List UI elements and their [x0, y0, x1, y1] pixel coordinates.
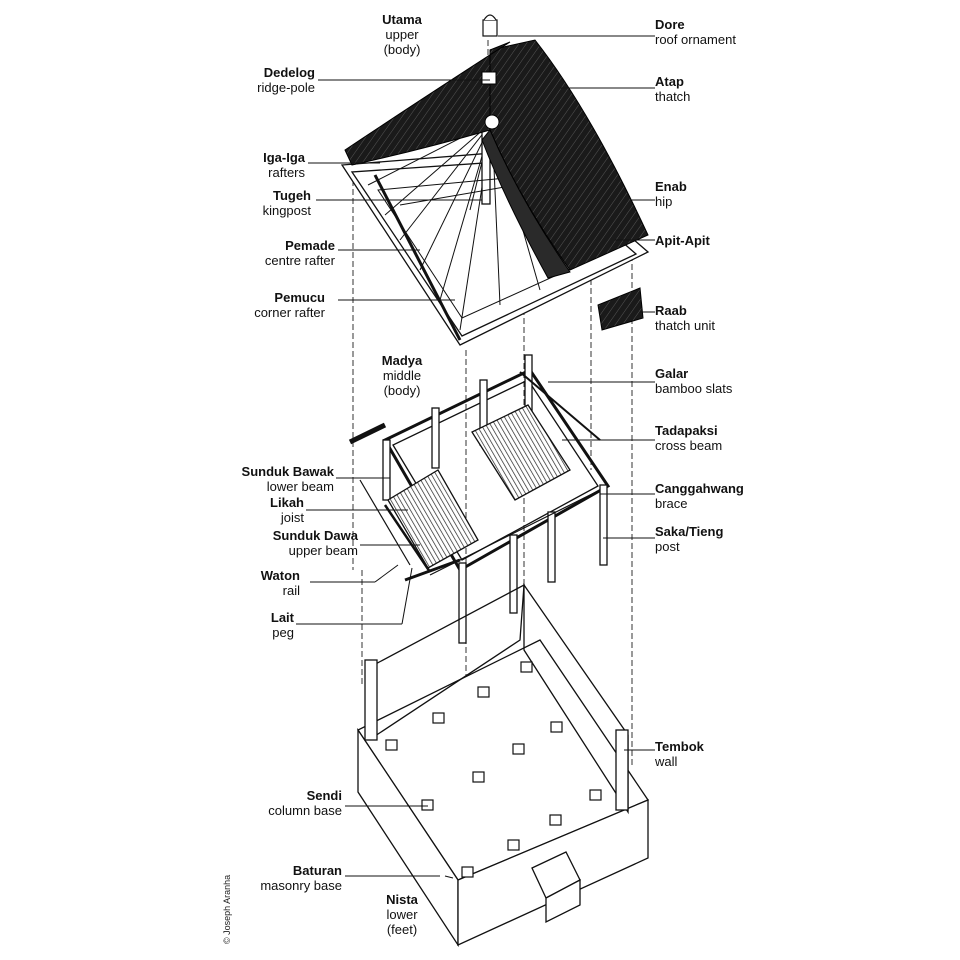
label-lait: Lait peg — [180, 610, 294, 640]
label-likah: Likah joist — [190, 495, 304, 525]
label-sendi: Sendi column base — [222, 788, 342, 818]
gloss: centre rafter — [264, 253, 335, 268]
gloss: masonry base — [260, 878, 342, 893]
term: Sunduk Bawak — [241, 464, 334, 479]
gloss: middle — [382, 368, 422, 383]
apex-hub — [484, 114, 500, 130]
term: Madya — [381, 353, 423, 368]
term: Baturan — [292, 863, 342, 878]
dedelog-block — [481, 71, 497, 85]
gloss: ridge-pole — [257, 80, 315, 95]
label-dedelog: Dedelog ridge-pole — [200, 65, 315, 95]
term: Iga-Iga — [263, 150, 305, 165]
gloss: bamboo slats — [655, 381, 733, 396]
label-tembok: Tembok wall — [655, 739, 704, 769]
gloss: peg — [272, 625, 294, 640]
term: Galar — [655, 366, 689, 381]
term: Tadapaksi — [655, 423, 718, 438]
label-baturan: Baturan masonry base — [222, 863, 342, 893]
term: Tugeh — [272, 188, 311, 203]
term: Lait — [270, 610, 294, 625]
term: Apit-Apit — [655, 233, 710, 248]
term: Utama — [382, 12, 422, 27]
label-canggahwang: Canggahwang brace — [655, 481, 744, 511]
label-iga-iga: Iga-Iga rafters — [190, 150, 305, 180]
label-saka-tieng: Saka/Tieng post — [655, 524, 723, 554]
label-raab: Raab thatch unit — [655, 303, 715, 333]
gloss: post — [655, 539, 680, 554]
gloss: lower — [386, 907, 418, 922]
gloss: thatch unit — [655, 318, 715, 333]
term: Dedelog — [263, 65, 315, 80]
label-sunduk-bawak: Sunduk Bawak lower beam — [210, 464, 334, 494]
label-pemucu: Pemucu corner rafter — [210, 290, 325, 320]
leader-lines — [296, 35, 655, 879]
gloss: (feet) — [386, 922, 418, 937]
label-apit-apit: Apit-Apit — [655, 233, 710, 248]
label-waton: Waton rail — [190, 568, 300, 598]
gloss: joist — [280, 510, 304, 525]
term: Saka/Tieng — [655, 524, 724, 539]
dore-ornament — [482, 14, 498, 37]
term: Dore — [655, 17, 685, 32]
gloss: corner rafter — [254, 305, 325, 320]
gloss: column base — [268, 803, 342, 818]
loose-rail — [348, 422, 387, 445]
gloss: upper beam — [288, 543, 358, 558]
term: Pemucu — [274, 290, 325, 305]
term: Sendi — [306, 788, 342, 803]
term: Nista — [386, 892, 418, 907]
term: Atap — [655, 74, 684, 89]
gloss: brace — [655, 496, 688, 511]
gloss: upper — [385, 27, 419, 42]
gloss: cross beam — [655, 438, 723, 453]
term: Pemade — [285, 238, 335, 253]
label-dore: Dore roof ornament — [655, 17, 736, 47]
term: Tembok — [655, 739, 704, 754]
label-tugeh: Tugeh kingpost — [196, 188, 311, 218]
image-credit: © Joseph Aranha — [222, 874, 232, 944]
middle-frame — [359, 354, 611, 644]
label-galar: Galar bamboo slats — [655, 366, 732, 396]
gloss: rail — [282, 583, 300, 598]
gloss: rafters — [268, 165, 305, 180]
gloss: (body) — [383, 42, 421, 57]
raab-thatch-unit — [597, 287, 644, 331]
label-tadapaksi: Tadapaksi cross beam — [655, 423, 722, 453]
term: Canggahwang — [655, 481, 744, 496]
sendi-bases — [385, 661, 602, 878]
masonry-base — [357, 582, 649, 948]
gloss: lower beam — [266, 479, 334, 494]
term: Sunduk Dawa — [272, 528, 358, 543]
gloss: thatch — [655, 89, 691, 104]
gloss: wall — [655, 754, 678, 769]
term: Likah — [270, 495, 304, 510]
term: Raab — [655, 303, 687, 318]
label-utama: Utama upper (body) — [362, 12, 442, 57]
gloss: hip — [655, 194, 673, 209]
gloss: roof ornament — [655, 32, 736, 47]
label-sunduk-dawa: Sunduk Dawa upper beam — [236, 528, 358, 558]
term: Enab — [655, 179, 687, 194]
gloss: (body) — [383, 383, 421, 398]
thatch-roof — [344, 39, 649, 279]
label-atap: Atap thatch — [655, 74, 690, 104]
label-pemade: Pemade centre rafter — [220, 238, 335, 268]
gloss: kingpost — [262, 203, 311, 218]
label-nista: Nista lower (feet) — [364, 892, 440, 937]
label-enab: Enab hip — [655, 179, 687, 209]
term: Waton — [260, 568, 300, 583]
label-madya: Madya middle (body) — [362, 353, 442, 398]
